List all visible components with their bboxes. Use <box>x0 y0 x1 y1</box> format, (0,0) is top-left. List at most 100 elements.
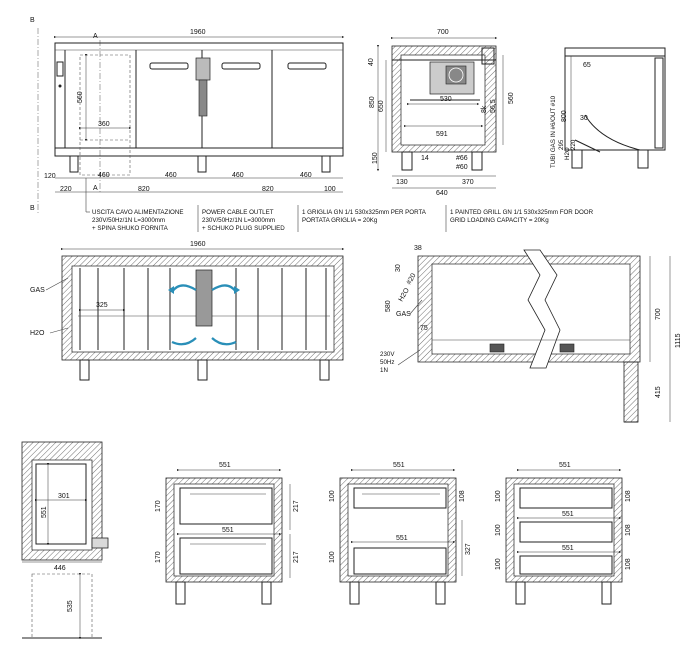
plan-overall-width: 1960 <box>190 241 206 248</box>
section-power-2: 50Hz <box>380 359 394 366</box>
rear-dim-800: 800 <box>561 110 568 122</box>
drawer-b-108: 108 <box>459 490 466 502</box>
side-dim-640: 640 <box>436 190 448 197</box>
section-dim-1115: 1115 <box>675 333 682 348</box>
front-dim-460b: 460 <box>165 172 177 179</box>
plan-view: 1960 GAS H2O 325 <box>30 241 345 381</box>
side-dim-560: 560 <box>508 92 515 104</box>
notes: USCITA CAVO ALIMENTAZIONE 230V/50Hz/1N L… <box>85 178 594 232</box>
section-dim-20: #20 <box>406 272 418 286</box>
side-dim-60: #60 <box>456 164 468 171</box>
plan-fan <box>195 269 213 327</box>
note-1-line-2: 230V/50Hz/1N L=3000mm <box>92 217 165 224</box>
drawer-c-100c: 100 <box>495 558 502 570</box>
side-width-700: 700 <box>437 29 449 36</box>
drawer-a-170b: 170 <box>155 551 162 563</box>
drawer-b-327: 327 <box>465 543 472 555</box>
side-dim-591: 591 <box>436 131 448 138</box>
section-view: 38 30 #20 H2O GAS 580 75 700 1115 415 23… <box>380 245 682 423</box>
note-3-line-1: 1 GRIGLIA GN 1/1 530x325mm PER PORTA <box>302 209 427 216</box>
note-2-line-1: POWER CABLE OUTLET <box>202 209 274 216</box>
note-4-line-2: GRID LOADING CAPACITY = 20Kg <box>450 217 549 224</box>
front-height-560: 560 <box>77 91 84 103</box>
door-dim-535: 535 <box>67 600 74 612</box>
note-1-line-1: USCITA CAVO ALIMENTAZIONE <box>92 209 183 216</box>
drawer-config-c: 551 551 551 100 100 100 108 108 108 <box>495 462 632 605</box>
drawer-c-108a: 108 <box>625 490 632 502</box>
section-dim-75: 75 <box>420 325 428 332</box>
side-dim-370: 370 <box>462 179 474 186</box>
note-1-line-3: + SPINA SHUKO FORNITA <box>92 225 169 232</box>
plan-gas-label: GAS <box>30 287 45 294</box>
drawer-c-108b: 108 <box>625 524 632 536</box>
rear-dim-30: 30 <box>580 115 588 122</box>
rear-tubi-label: TUBI GAS IN #6/OUT #10 <box>550 95 557 168</box>
door-handle-3 <box>287 62 327 70</box>
section-dim-415: 415 <box>655 386 662 398</box>
note-4-line-1: 1 PAINTED GRILL GN 1/1 530x325mm FOR DOO… <box>450 209 594 216</box>
drawer-config-a: 551 551 170 170 217 217 <box>155 462 300 605</box>
control-panel <box>56 61 64 77</box>
drawer-b-mid-width: 551 <box>396 535 408 542</box>
front-dim-820a: 820 <box>138 186 150 193</box>
front-dim-120: 120 <box>44 173 56 180</box>
fan-unit <box>195 57 211 81</box>
plan-h2o-label: H2O <box>30 330 45 337</box>
rear-dim-65: 65 <box>583 62 591 69</box>
door-dim-301: 301 <box>58 493 70 500</box>
drawer-c-100b: 100 <box>495 524 502 536</box>
side-dim-66: #66 <box>456 155 468 162</box>
drawer-b-top-width: 551 <box>393 462 405 469</box>
section-dim-38: 38 <box>414 245 422 252</box>
drawer-a-217b: 217 <box>293 551 300 563</box>
front-overall-width: 1960 <box>190 29 206 36</box>
front-dim-220: 220 <box>60 186 72 193</box>
rear-dim-220: 220 <box>570 139 577 150</box>
front-dim-100: 100 <box>324 186 336 193</box>
side-view: 700 850 650 40 150 530 591 56,5 8k 560 1… <box>368 29 515 197</box>
side-dim-8k: 8k <box>481 105 488 113</box>
drawer-c-100a: 100 <box>495 490 502 502</box>
drawer-c-top-width: 551 <box>559 462 571 469</box>
door-dim-446: 446 <box>54 565 66 572</box>
section-power-3: 1N <box>380 367 388 374</box>
rear-h2o-label: H2O <box>564 147 571 160</box>
side-dim-40: 40 <box>368 58 375 66</box>
drawer-a-top-width: 551 <box>219 462 231 469</box>
drawer-b-100a: 100 <box>329 490 336 502</box>
side-dim-530: 530 <box>440 96 452 103</box>
drawer-config-b: 551 551 100 100 108 327 <box>329 462 472 605</box>
note-3-line-2: PORTATA GRIGLIA = 20Kg <box>302 217 378 224</box>
section-gas-label: GAS <box>396 311 411 318</box>
section-h2o-label: H2O <box>398 287 412 303</box>
rear-dim-295: 295 <box>558 139 565 150</box>
section-power-1: 230V <box>380 351 395 358</box>
section-a-letter-bottom: A <box>93 185 98 192</box>
side-dim-130: 130 <box>396 179 408 186</box>
front-dim-460d: 460 <box>300 172 312 179</box>
note-2-line-3: + SCHUKO PLUG SUPPLIED <box>202 225 285 232</box>
front-dim-460a: 460 <box>98 172 110 179</box>
side-dim-14: 14 <box>421 155 429 162</box>
door-handle-2 <box>221 62 261 70</box>
front-dim-820b: 820 <box>262 186 274 193</box>
front-width-360: 360 <box>98 121 110 128</box>
section-a-letter-top: A <box>93 33 98 40</box>
plan-dim-325: 325 <box>96 302 108 309</box>
door-handle-1 <box>149 62 189 70</box>
front-view: B B A A 1960 56 <box>30 17 345 215</box>
plan-grilles <box>78 268 330 350</box>
drawer-b-100b: 100 <box>329 551 336 563</box>
note-2-line-2: 230V/50Hz/1N L=3000mm <box>202 217 275 224</box>
section-b-letter-bottom: B <box>30 205 35 212</box>
section-dim-30: 30 <box>395 264 402 272</box>
side-height-650: 650 <box>378 100 385 112</box>
rear-view: 65 800 30 TUBI GAS IN #6/OUT #10 295 H2O… <box>550 47 666 169</box>
section-b-letter-top: B <box>30 17 35 24</box>
door-section: 301 551 446 535 <box>21 441 109 640</box>
drawer-a-170a: 170 <box>155 500 162 512</box>
front-dim-460c: 460 <box>232 172 244 179</box>
drawer-c-low-width: 551 <box>562 545 574 552</box>
section-dim-580: 580 <box>385 300 392 312</box>
